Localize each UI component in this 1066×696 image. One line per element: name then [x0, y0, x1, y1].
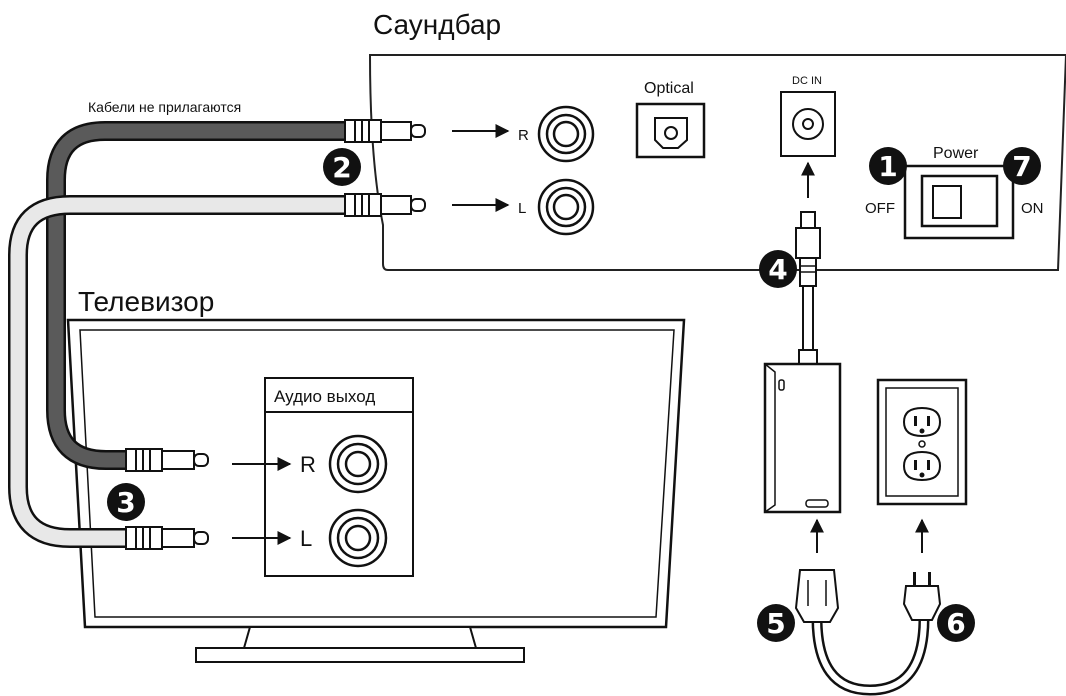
wall-outlet-icon	[876, 378, 968, 506]
rca-plug-icon	[344, 119, 426, 143]
cables-note: Кабели не прилагаются	[88, 99, 241, 115]
power-switch-icon[interactable]	[903, 164, 1015, 240]
soundbar-jack-l-label: L	[518, 200, 526, 217]
soundbar-title: Саундбар	[373, 9, 501, 40]
optical-port-icon	[635, 102, 706, 159]
soundbar-jack-l	[537, 178, 595, 236]
soundbar-jack-r-label: R	[518, 127, 529, 144]
tv-jack-l-label: L	[300, 526, 312, 551]
off-label: OFF	[865, 200, 895, 217]
cable-right-dark	[46, 121, 355, 470]
tv-jack-r-label: R	[300, 452, 316, 477]
tv-jack-l	[328, 508, 388, 568]
step-badge-5: 5	[757, 604, 795, 642]
svg-text:5: 5	[766, 607, 785, 640]
step-badge-2: 2	[323, 148, 361, 186]
svg-text:7: 7	[1012, 150, 1031, 183]
power-adapter-icon	[763, 362, 842, 514]
power-label: Power	[933, 145, 979, 162]
svg-text:4: 4	[768, 253, 787, 286]
step-badge-7: 7	[1003, 147, 1041, 185]
tv-jack-r	[328, 434, 388, 494]
rca-plug-icon	[125, 526, 209, 550]
tv-audio-out-label: Аудио выход	[274, 387, 375, 406]
dcin-port-icon	[780, 91, 836, 157]
step-badge-6: 6	[937, 604, 975, 642]
dcin-label: DC IN	[792, 75, 822, 87]
dc-plug-icon	[795, 211, 821, 365]
optical-label: Optical	[644, 80, 694, 97]
rca-plug-icon	[344, 193, 426, 217]
step-badge-4: 4	[759, 250, 797, 288]
cable-left-light	[7, 195, 355, 548]
on-label: ON	[1021, 200, 1044, 217]
rca-plug-icon	[125, 448, 209, 472]
svg-text:3: 3	[116, 486, 135, 519]
soundbar-jack-r	[537, 105, 595, 163]
svg-text:1: 1	[878, 150, 897, 183]
tv-title: Телевизор	[78, 286, 214, 317]
step-badge-3: 3	[107, 483, 145, 521]
svg-text:2: 2	[332, 151, 351, 184]
step-badge-1: 1	[869, 147, 907, 185]
svg-text:6: 6	[946, 607, 965, 640]
power-cord	[794, 569, 942, 696]
